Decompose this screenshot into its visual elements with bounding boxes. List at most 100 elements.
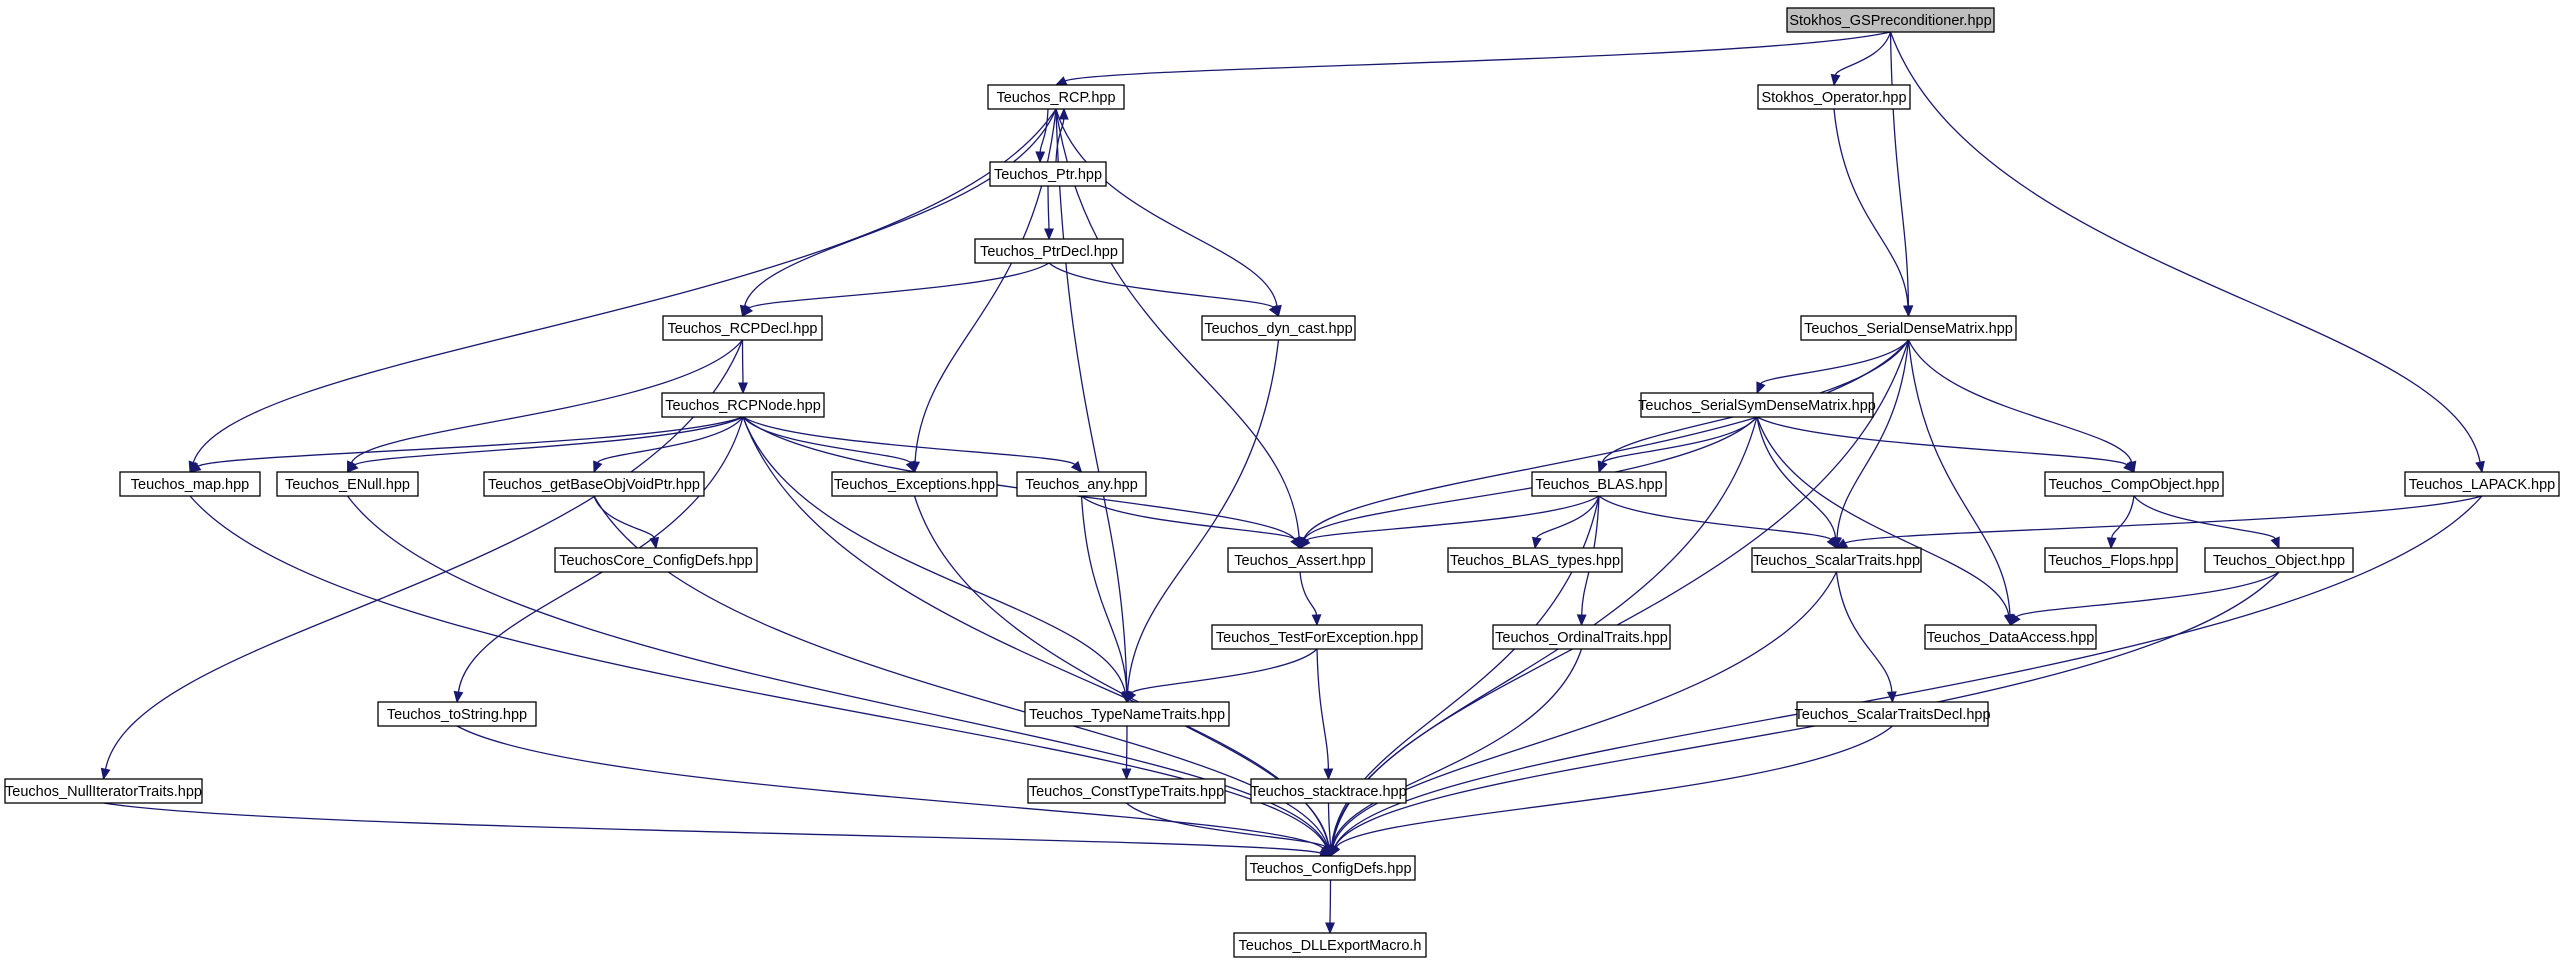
- node-box: [662, 315, 823, 341]
- dependency-edge: [1907, 339, 2015, 627]
- node-label: Teuchos_ConfigDefs.hpp: [1249, 861, 1411, 877]
- dependency-edge: [1325, 802, 1336, 858]
- node-any[interactable]: Teuchos_any.hpp: [1016, 471, 1147, 497]
- node-label: Teuchos_any.hpp: [1025, 477, 1138, 493]
- dependency-edge: [742, 416, 1083, 473]
- arrowhead: [1826, 536, 1838, 550]
- edge-line: [1844, 495, 2483, 544]
- node-label: Stokhos_Operator.hpp: [1761, 90, 1906, 106]
- arrowhead: [1830, 73, 1841, 87]
- dependency-edge: [593, 495, 660, 550]
- edge-line: [1299, 571, 1318, 616]
- dependency-edge: [1299, 495, 1600, 549]
- dependency-edge: [188, 108, 1057, 474]
- node-box: [2204, 547, 2354, 573]
- edge-line: [1598, 495, 1832, 541]
- arrowhead: [1070, 460, 1083, 473]
- node-dyncast[interactable]: Teuchos_dyn_cast.hpp: [1201, 315, 1356, 341]
- node-label: Teuchos_BLAS_types.hpp: [1450, 553, 1620, 569]
- node-getbase[interactable]: Teuchos_getBaseObjVoidPtr.hpp: [483, 471, 705, 497]
- node-scalar[interactable]: Teuchos_ScalarTraits.hpp: [1751, 547, 1922, 573]
- arrowhead: [1325, 845, 1336, 858]
- node-label: Teuchos_ENull.hpp: [285, 477, 410, 493]
- node-box: [4, 778, 203, 804]
- node-box: [1447, 547, 1623, 573]
- node-box: [2044, 547, 2178, 573]
- node-dataacc[interactable]: Teuchos_DataAccess.hpp: [1924, 624, 2097, 650]
- node-box: [1201, 315, 1356, 341]
- arrowhead: [1325, 922, 1335, 935]
- node-label: Teuchos_ScalarTraits.hpp: [1753, 553, 1920, 569]
- node-object[interactable]: Teuchos_Object.hpp: [2204, 547, 2354, 573]
- node-nulliter[interactable]: Teuchos_NullIteratorTraits.hpp: [4, 778, 203, 804]
- dependency-edge: [593, 416, 744, 474]
- node-box: [1924, 624, 2097, 650]
- edge-line: [2110, 495, 2135, 539]
- node-consttype[interactable]: Teuchos_ConstTypeTraits.hpp: [1027, 778, 1226, 804]
- edge-line: [1055, 108, 1300, 539]
- node-blastypes[interactable]: Teuchos_BLAS_types.hpp: [1447, 547, 1623, 573]
- node-rcpdecl[interactable]: Teuchos_RCPDecl.hpp: [662, 315, 823, 341]
- node-coreconf[interactable]: TeuchosCore_ConfigDefs.hpp: [554, 547, 758, 573]
- node-label: Teuchos_dyn_cast.hpp: [1204, 321, 1352, 337]
- edge-line: [743, 108, 1057, 307]
- node-sdm[interactable]: Teuchos_SerialDenseMatrix.hpp: [1800, 315, 2017, 341]
- node-map[interactable]: Teuchos_map.hpp: [119, 471, 261, 497]
- dependency-edge: [1835, 495, 2483, 549]
- dependency-edge: [1830, 31, 1892, 87]
- edge-line: [1331, 648, 1583, 847]
- node-box: [119, 471, 261, 497]
- edge-line: [2133, 495, 2276, 540]
- node-stack[interactable]: Teuchos_stacktrace.hpp: [1250, 778, 1407, 804]
- node-dll[interactable]: Teuchos_DLLExportMacro.h: [1233, 932, 1427, 958]
- edge-line: [1327, 802, 1332, 847]
- node-ssdm[interactable]: Teuchos_SerialSymDenseMatrix.hpp: [1638, 392, 1876, 418]
- node-label: Teuchos_map.hpp: [131, 477, 250, 493]
- node-box: [1531, 471, 1667, 497]
- node-rcpnode[interactable]: Teuchos_RCPNode.hpp: [661, 392, 825, 418]
- node-assert[interactable]: Teuchos_Assert.hpp: [1227, 547, 1373, 573]
- dependency-edge: [742, 416, 1130, 704]
- node-ptr[interactable]: Teuchos_Ptr.hpp: [989, 161, 1107, 187]
- node-label: Teuchos_RCPNode.hpp: [665, 398, 821, 414]
- edge-line: [1080, 495, 1128, 693]
- node-ptrdecl[interactable]: Teuchos_PtrDecl.hpp: [974, 238, 1124, 264]
- node-box: [831, 471, 998, 497]
- node-testexc[interactable]: Teuchos_TestForException.hpp: [1211, 624, 1423, 650]
- arrowhead: [1058, 107, 1069, 120]
- node-comp[interactable]: Teuchos_CompObject.hpp: [2044, 471, 2224, 497]
- node-box: [483, 471, 705, 497]
- node-label: Teuchos_toString.hpp: [387, 707, 527, 723]
- edge-line: [1536, 495, 1600, 539]
- node-box: [987, 84, 1125, 110]
- edge-line: [742, 416, 912, 464]
- node-rcp[interactable]: Teuchos_RCP.hpp: [987, 84, 1125, 110]
- node-typename[interactable]: Teuchos_TypeNameTraits.hpp: [1024, 701, 1230, 727]
- node-exc[interactable]: Teuchos_Exceptions.hpp: [831, 471, 998, 497]
- node-stop[interactable]: Stokhos_Operator.hpp: [1757, 84, 1911, 110]
- node-label: Teuchos_BLAS.hpp: [1535, 477, 1662, 493]
- node-ordinal[interactable]: Teuchos_OrdinalTraits.hpp: [1492, 624, 1671, 650]
- dependency-edge: [453, 416, 744, 704]
- node-box: [1250, 778, 1407, 804]
- node-scalardecl[interactable]: Teuchos_ScalarTraitsDecl.hpp: [1794, 701, 1991, 727]
- node-config[interactable]: Teuchos_ConfigDefs.hpp: [1245, 855, 1416, 881]
- edge-line: [1756, 416, 2128, 466]
- dependency-edge: [1080, 495, 1132, 704]
- arrowhead: [1311, 614, 1322, 627]
- edge-line: [350, 339, 744, 464]
- arrowhead: [649, 536, 660, 550]
- arrowhead: [1268, 304, 1280, 318]
- dependency-edge: [741, 262, 1050, 317]
- node-enull[interactable]: Teuchos_ENull.hpp: [276, 471, 419, 497]
- node-blas[interactable]: Teuchos_BLAS.hpp: [1531, 471, 1667, 497]
- node-tostring[interactable]: Teuchos_toString.hpp: [377, 701, 537, 727]
- node-box: [377, 701, 537, 727]
- edge-line: [1907, 339, 2133, 463]
- dependency-edge: [739, 108, 1057, 318]
- edge-line: [1081, 495, 1296, 540]
- node-gs[interactable]: Stokhos_GSPreconditioner.hpp: [1786, 7, 1995, 33]
- node-flops[interactable]: Teuchos_Flops.hpp: [2044, 547, 2178, 573]
- node-lapack[interactable]: Teuchos_LAPACK.hpp: [2404, 471, 2560, 497]
